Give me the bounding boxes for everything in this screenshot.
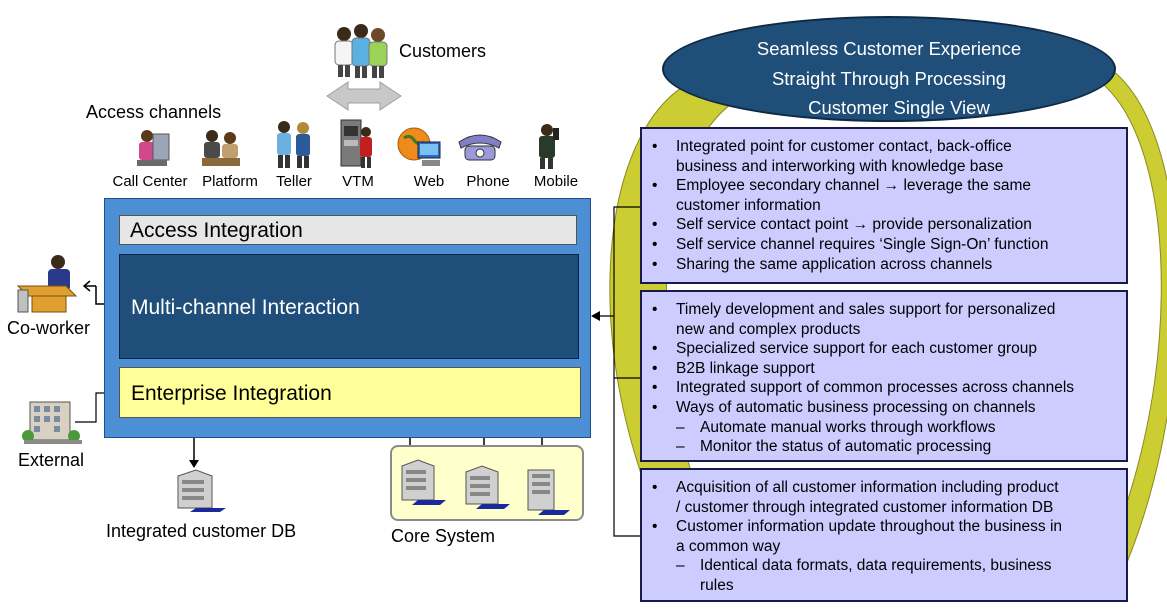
panel3-item: Acquisition of all customer information …: [642, 478, 1126, 517]
customers-label: Customers: [399, 41, 487, 61]
channel-label-web: Web: [413, 173, 445, 190]
panel2-subitem: Automate manual works through workflows: [642, 418, 1126, 438]
panel2-item: Specialized service support for each cus…: [642, 339, 1126, 359]
panel1-item: Integrated point for customer contact, b…: [642, 137, 1126, 176]
panel1-item: Self service contact point → provide per…: [642, 215, 1126, 235]
external-building-icon: [22, 401, 82, 444]
core-server-icon-3: [527, 469, 570, 515]
customers-arrow: [326, 81, 402, 111]
panel-enterprise-integration: Acquisition of all customer information …: [640, 468, 1128, 602]
panel2-item: B2B linkage support: [642, 359, 1126, 379]
panel3-subitem: Identical data formats, data requirement…: [642, 556, 1126, 595]
panel2-subitem: Monitor the status of automatic processi…: [642, 437, 1126, 457]
core-server-icon-1: [401, 459, 446, 505]
panel2-item: Integrated support of common processes a…: [642, 378, 1126, 398]
core-system-label: Core System: [391, 526, 496, 546]
channel-label-phone: Phone: [466, 173, 510, 190]
integrated-customer-db-label: Integrated customer DB: [106, 521, 297, 541]
core-server-icon-2: [465, 465, 510, 509]
access-channels-title: Access channels: [86, 102, 222, 122]
panel-access-integration: Integrated point for customer contact, b…: [640, 127, 1128, 284]
panel-multi-channel: Timely development and sales support for…: [640, 290, 1128, 462]
channel-label-platform: Platform: [202, 173, 258, 190]
panel1-item: Sharing the same application across chan…: [642, 255, 1126, 275]
channel-label-vtm: VTM: [342, 173, 374, 190]
panel2-item: Timely development and sales support for…: [642, 300, 1126, 339]
customers-icon: [334, 24, 388, 78]
teller-icon: [277, 121, 310, 168]
channel-label-call-center: Call Center: [112, 173, 188, 190]
multi-channel-interaction-layer: Multi-channel Interaction: [119, 254, 579, 359]
goal-straight-through-processing: Straight Through Processing: [771, 67, 1007, 89]
web-icon: [397, 127, 441, 166]
channel-label-teller: Teller: [276, 173, 312, 190]
panel2-item: Ways of automatic business processing on…: [642, 398, 1126, 418]
goal-customer-single-view: Customer Single View: [808, 97, 990, 118]
channel-label-mobile: Mobile: [533, 173, 579, 190]
panel-bracket: [613, 206, 640, 537]
phone-icon: [458, 134, 502, 161]
panel3-item: Customer information update throughout t…: [642, 517, 1126, 556]
coworker-icon: [16, 255, 78, 313]
external-label: External: [18, 450, 85, 470]
database-server-icon: [177, 469, 226, 512]
enterprise-integration-layer: Enterprise Integration: [119, 367, 581, 418]
coworker-label: Co-worker: [7, 318, 91, 338]
goals-ellipse: Seamless Customer Experience Straight Th…: [662, 16, 1116, 122]
access-integration-layer: Access Integration: [119, 215, 577, 245]
platform-icon: [202, 130, 240, 166]
goal-seamless-experience: Seamless Customer Experience: [756, 38, 1022, 59]
panel1-item: Employee secondary channel → leverage th…: [642, 176, 1126, 215]
call-center-icon: [137, 130, 170, 166]
panel1-item: Self service channel requires ‘Single Si…: [642, 235, 1126, 255]
vtm-icon: [340, 119, 372, 168]
mobile-icon: [539, 124, 559, 169]
